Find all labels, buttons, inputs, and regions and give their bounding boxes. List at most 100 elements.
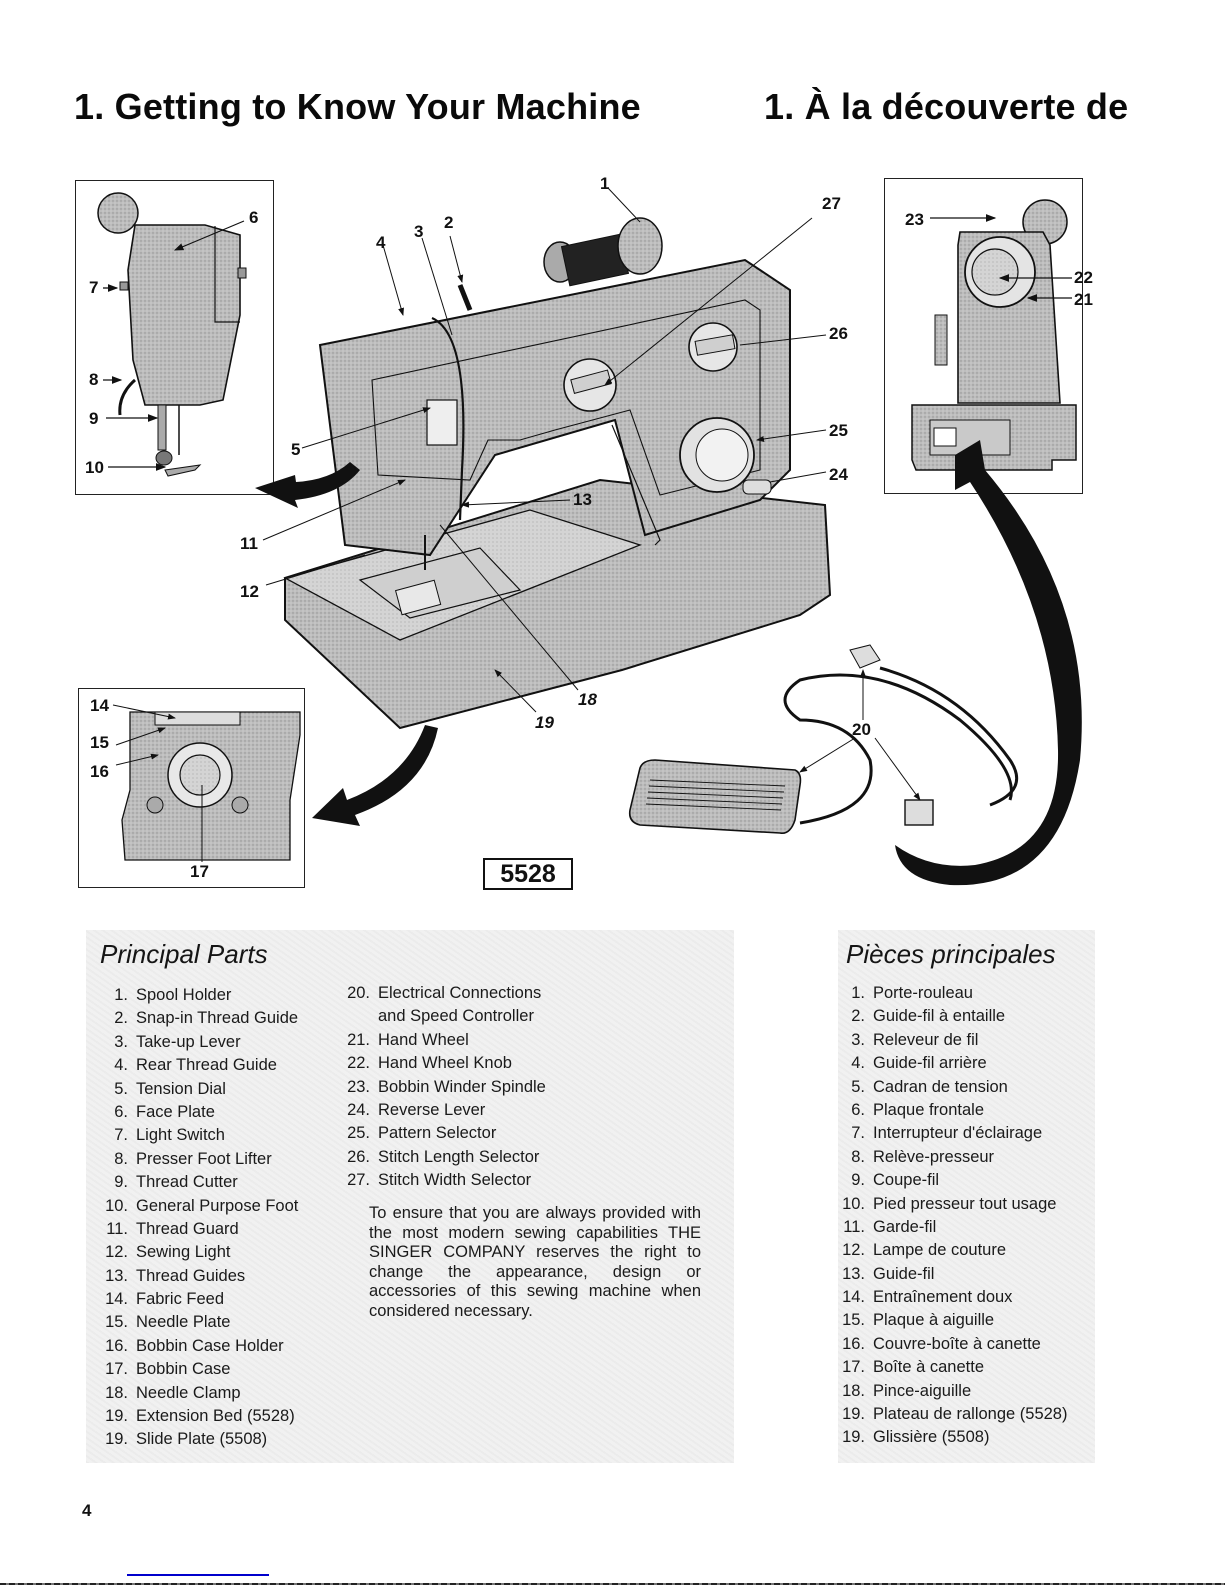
item-label: Stitch Width Selector	[378, 1171, 532, 1190]
item-label: Releveur de fil	[873, 1030, 979, 1049]
item-label: Rear Thread Guide	[136, 1056, 277, 1075]
model-number-label: 5528	[483, 858, 573, 890]
page-number: 4	[82, 1501, 92, 1520]
sewing-machine-illustration-icon	[262, 187, 832, 730]
parts-list-item-continued: and Speed Controller	[378, 1007, 534, 1026]
item-label: Pince-aiguille	[873, 1381, 972, 1400]
parts-list-item: 12. Lampe de couture	[835, 1239, 1067, 1262]
item-label: Coupe-fil	[873, 1171, 940, 1190]
english-parts-heading: Principal Parts	[100, 939, 268, 969]
item-label: General Purpose Foot	[136, 1196, 299, 1215]
item-label: Boîte à canette	[873, 1358, 984, 1377]
french-parts-panel	[838, 930, 1095, 1463]
item-number: 11.	[106, 1219, 128, 1238]
item-number: 24.	[347, 1100, 370, 1119]
item-number: 4.	[114, 1056, 128, 1075]
callout-27: 27	[822, 194, 841, 213]
parts-list-item: 6.Plaque frontale	[835, 1099, 1067, 1122]
item-label: Pattern Selector	[378, 1124, 497, 1143]
parts-list-item: 10. General Purpose Foot	[98, 1195, 298, 1218]
parts-list-item: 9. Thread Cutter	[98, 1171, 298, 1194]
item-label: Porte-rouleau	[873, 984, 973, 1002]
item-number: 27.	[347, 1171, 370, 1190]
parts-list-item: 4.Guide-fil arrière	[835, 1052, 1067, 1075]
item-label: Slide Plate (5508)	[136, 1430, 268, 1449]
item-label: Thread Cutter	[136, 1173, 238, 1192]
item-label: Plaque frontale	[873, 1100, 984, 1119]
parts-list-item: 15.Needle Plate	[98, 1311, 298, 1334]
item-number: 9.	[851, 1171, 865, 1190]
parts-list-item: 5.Tension Dial	[98, 1078, 298, 1101]
parts-list-item: 20.Electrical Connections	[340, 982, 546, 1005]
parts-list-item: 19. Extension Bed (5528)	[98, 1405, 298, 1428]
callout-20: 20	[852, 720, 871, 739]
item-number: 3.	[114, 1032, 128, 1051]
callout-9: 9	[89, 409, 99, 428]
arrow-to-bobbin-area-icon	[312, 725, 438, 826]
parts-list-item: 1.Porte-rouleau	[835, 982, 1067, 1005]
item-label: Face Plate	[136, 1102, 215, 1121]
item-label: Cadran de tension	[873, 1077, 1008, 1096]
item-label: Electrical Connections	[378, 984, 542, 1002]
parts-list-item: 26.Stitch Length Selector	[340, 1146, 546, 1169]
item-number: 11.	[843, 1217, 865, 1236]
item-label: Hand Wheel Knob	[378, 1054, 512, 1073]
item-number: 18.	[105, 1383, 128, 1402]
parts-list-item: 11. Thread Guard	[98, 1218, 298, 1241]
parts-list-item: 13.Thread Guides	[98, 1265, 298, 1288]
item-number: 10.	[842, 1194, 865, 1213]
item-label: Take-up Lever	[136, 1032, 241, 1051]
foot-pedal-and-cord-icon	[628, 644, 1019, 835]
item-label: Extension Bed (5528)	[136, 1407, 295, 1426]
parts-list-item: 7.Interrupteur d'éclairage	[835, 1122, 1067, 1145]
item-label: Thread Guard	[136, 1219, 239, 1238]
item-label: Guide-fil	[873, 1264, 935, 1283]
parts-list-item: 4. Rear Thread Guide	[98, 1054, 298, 1077]
parts-list-item: 14.Entraînement doux	[835, 1286, 1067, 1309]
item-number: 19.	[105, 1407, 128, 1426]
parts-list-item: 16.Couvre-boîte à canette	[835, 1333, 1067, 1356]
parts-list-item: 12.Sewing Light	[98, 1241, 298, 1264]
item-number: 17.	[842, 1358, 865, 1377]
callout-12: 12	[240, 582, 259, 601]
item-label: Needle Clamp	[136, 1383, 241, 1402]
item-label: Plaque à aiguille	[873, 1311, 995, 1330]
parts-list-item: 3.Releveur de fil	[835, 1029, 1067, 1052]
callout-16: 16	[90, 762, 109, 781]
parts-list-item: 10.Pied presseur tout usage	[835, 1193, 1067, 1216]
callout-1: 1	[600, 174, 610, 193]
item-label: Sewing Light	[136, 1243, 231, 1262]
item-number: 10.	[105, 1196, 128, 1215]
parts-list-item: 24. Reverse Lever	[340, 1099, 546, 1122]
parts-list-item: 3. Take-up Lever	[98, 1031, 298, 1054]
english-parts-panel	[86, 930, 734, 1463]
item-label: Snap-in Thread Guide	[136, 1009, 299, 1028]
item-label: Tension Dial	[136, 1079, 226, 1098]
item-number: 12.	[842, 1241, 865, 1260]
item-number: 7.	[114, 1126, 128, 1145]
parts-list-item: 13.Guide-fil	[835, 1263, 1067, 1286]
hyperlink-underline[interactable]	[127, 1574, 269, 1576]
callout-7: 7	[89, 278, 99, 297]
item-label: Lampe de couture	[873, 1241, 1007, 1260]
arrow-to-hand-wheel-icon	[895, 440, 1082, 886]
item-label: Interrupteur d'éclairage	[873, 1124, 1043, 1143]
item-number: 4.	[851, 1054, 865, 1073]
item-label: Reverse Lever	[378, 1100, 486, 1119]
item-number: 18.	[842, 1381, 865, 1400]
item-number: 19.	[105, 1430, 128, 1449]
item-number: 2.	[851, 1007, 865, 1026]
bobbin-area-view-icon	[112, 704, 301, 862]
parts-list-item: 19. Slide Plate (5508)	[98, 1428, 298, 1451]
item-label: Light Switch	[136, 1126, 225, 1145]
item-label: Plateau de rallonge (5528)	[873, 1405, 1068, 1424]
item-number: 5.	[851, 1077, 865, 1096]
item-number: 9.	[114, 1173, 128, 1192]
callout-5: 5	[291, 440, 301, 459]
hand-wheel-side-view-icon	[911, 199, 1077, 471]
item-number: 19.	[842, 1405, 865, 1424]
item-label: Entraînement doux	[873, 1288, 1013, 1307]
parts-list-item: 23.Bobbin Winder Spindle	[340, 1076, 546, 1099]
item-number: 16.	[842, 1334, 865, 1353]
item-label: Hand Wheel	[378, 1030, 469, 1049]
